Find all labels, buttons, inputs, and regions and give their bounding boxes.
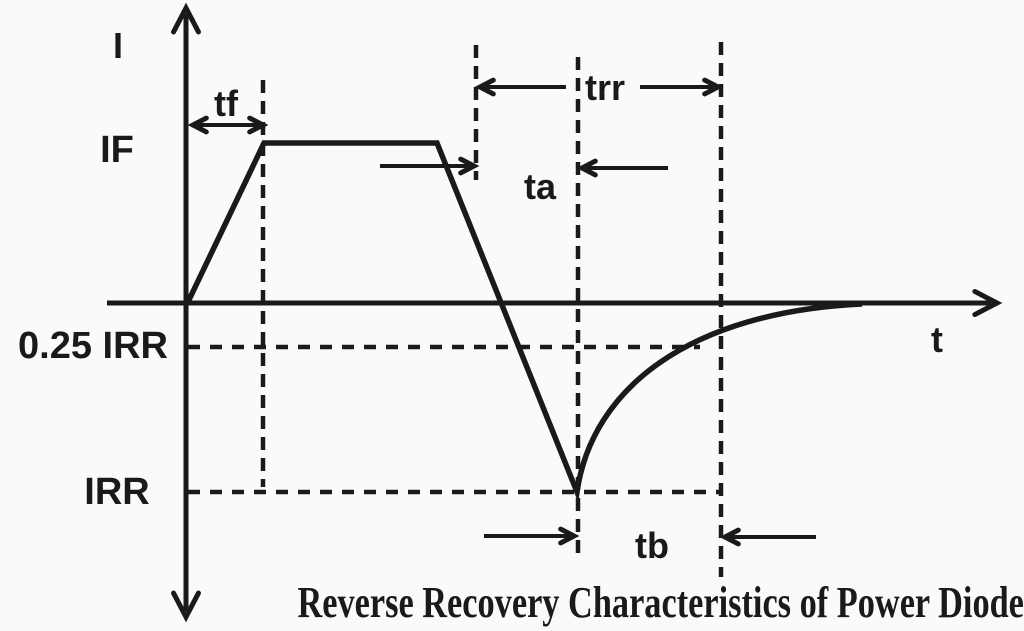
tb-start-pointer-head [558, 526, 580, 546]
time-a-label: ta [523, 166, 557, 207]
x-axis-arrowhead [972, 288, 1003, 318]
y-axis-down-arrowhead [171, 590, 201, 623]
y-axis-label: I [112, 25, 124, 66]
diode-current-waveform [185, 140, 863, 503]
diagram-title: Reverse Recovery Characteristics of Powe… [297, 578, 1024, 627]
trr-arrow-left-segment-head [474, 77, 496, 97]
tb-end-pointer-head [719, 527, 741, 547]
peak-reverse-current-label: IRR [84, 471, 150, 513]
quarter-irr-level-label: 0.25 IRR [18, 325, 168, 367]
y-axis-up-arrowhead [171, 2, 201, 35]
x-axis-label: t [931, 319, 943, 360]
tf-dimension-arrow-head [247, 115, 269, 135]
title-row: Reverse Recovery Characteristics of Powe… [195, 581, 1024, 625]
ta-end-pointer-head [576, 158, 598, 178]
ta-start-pointer-head [458, 156, 480, 176]
tf-dimension-arrow-tail-head [187, 115, 209, 135]
trr-arrow-right-segment-head [702, 77, 724, 97]
reverse-recovery-time-label: trr [584, 67, 626, 108]
fall-time-label: tf [214, 83, 238, 124]
time-b-label: tb [635, 525, 669, 566]
forward-current-label: IF [100, 129, 134, 171]
